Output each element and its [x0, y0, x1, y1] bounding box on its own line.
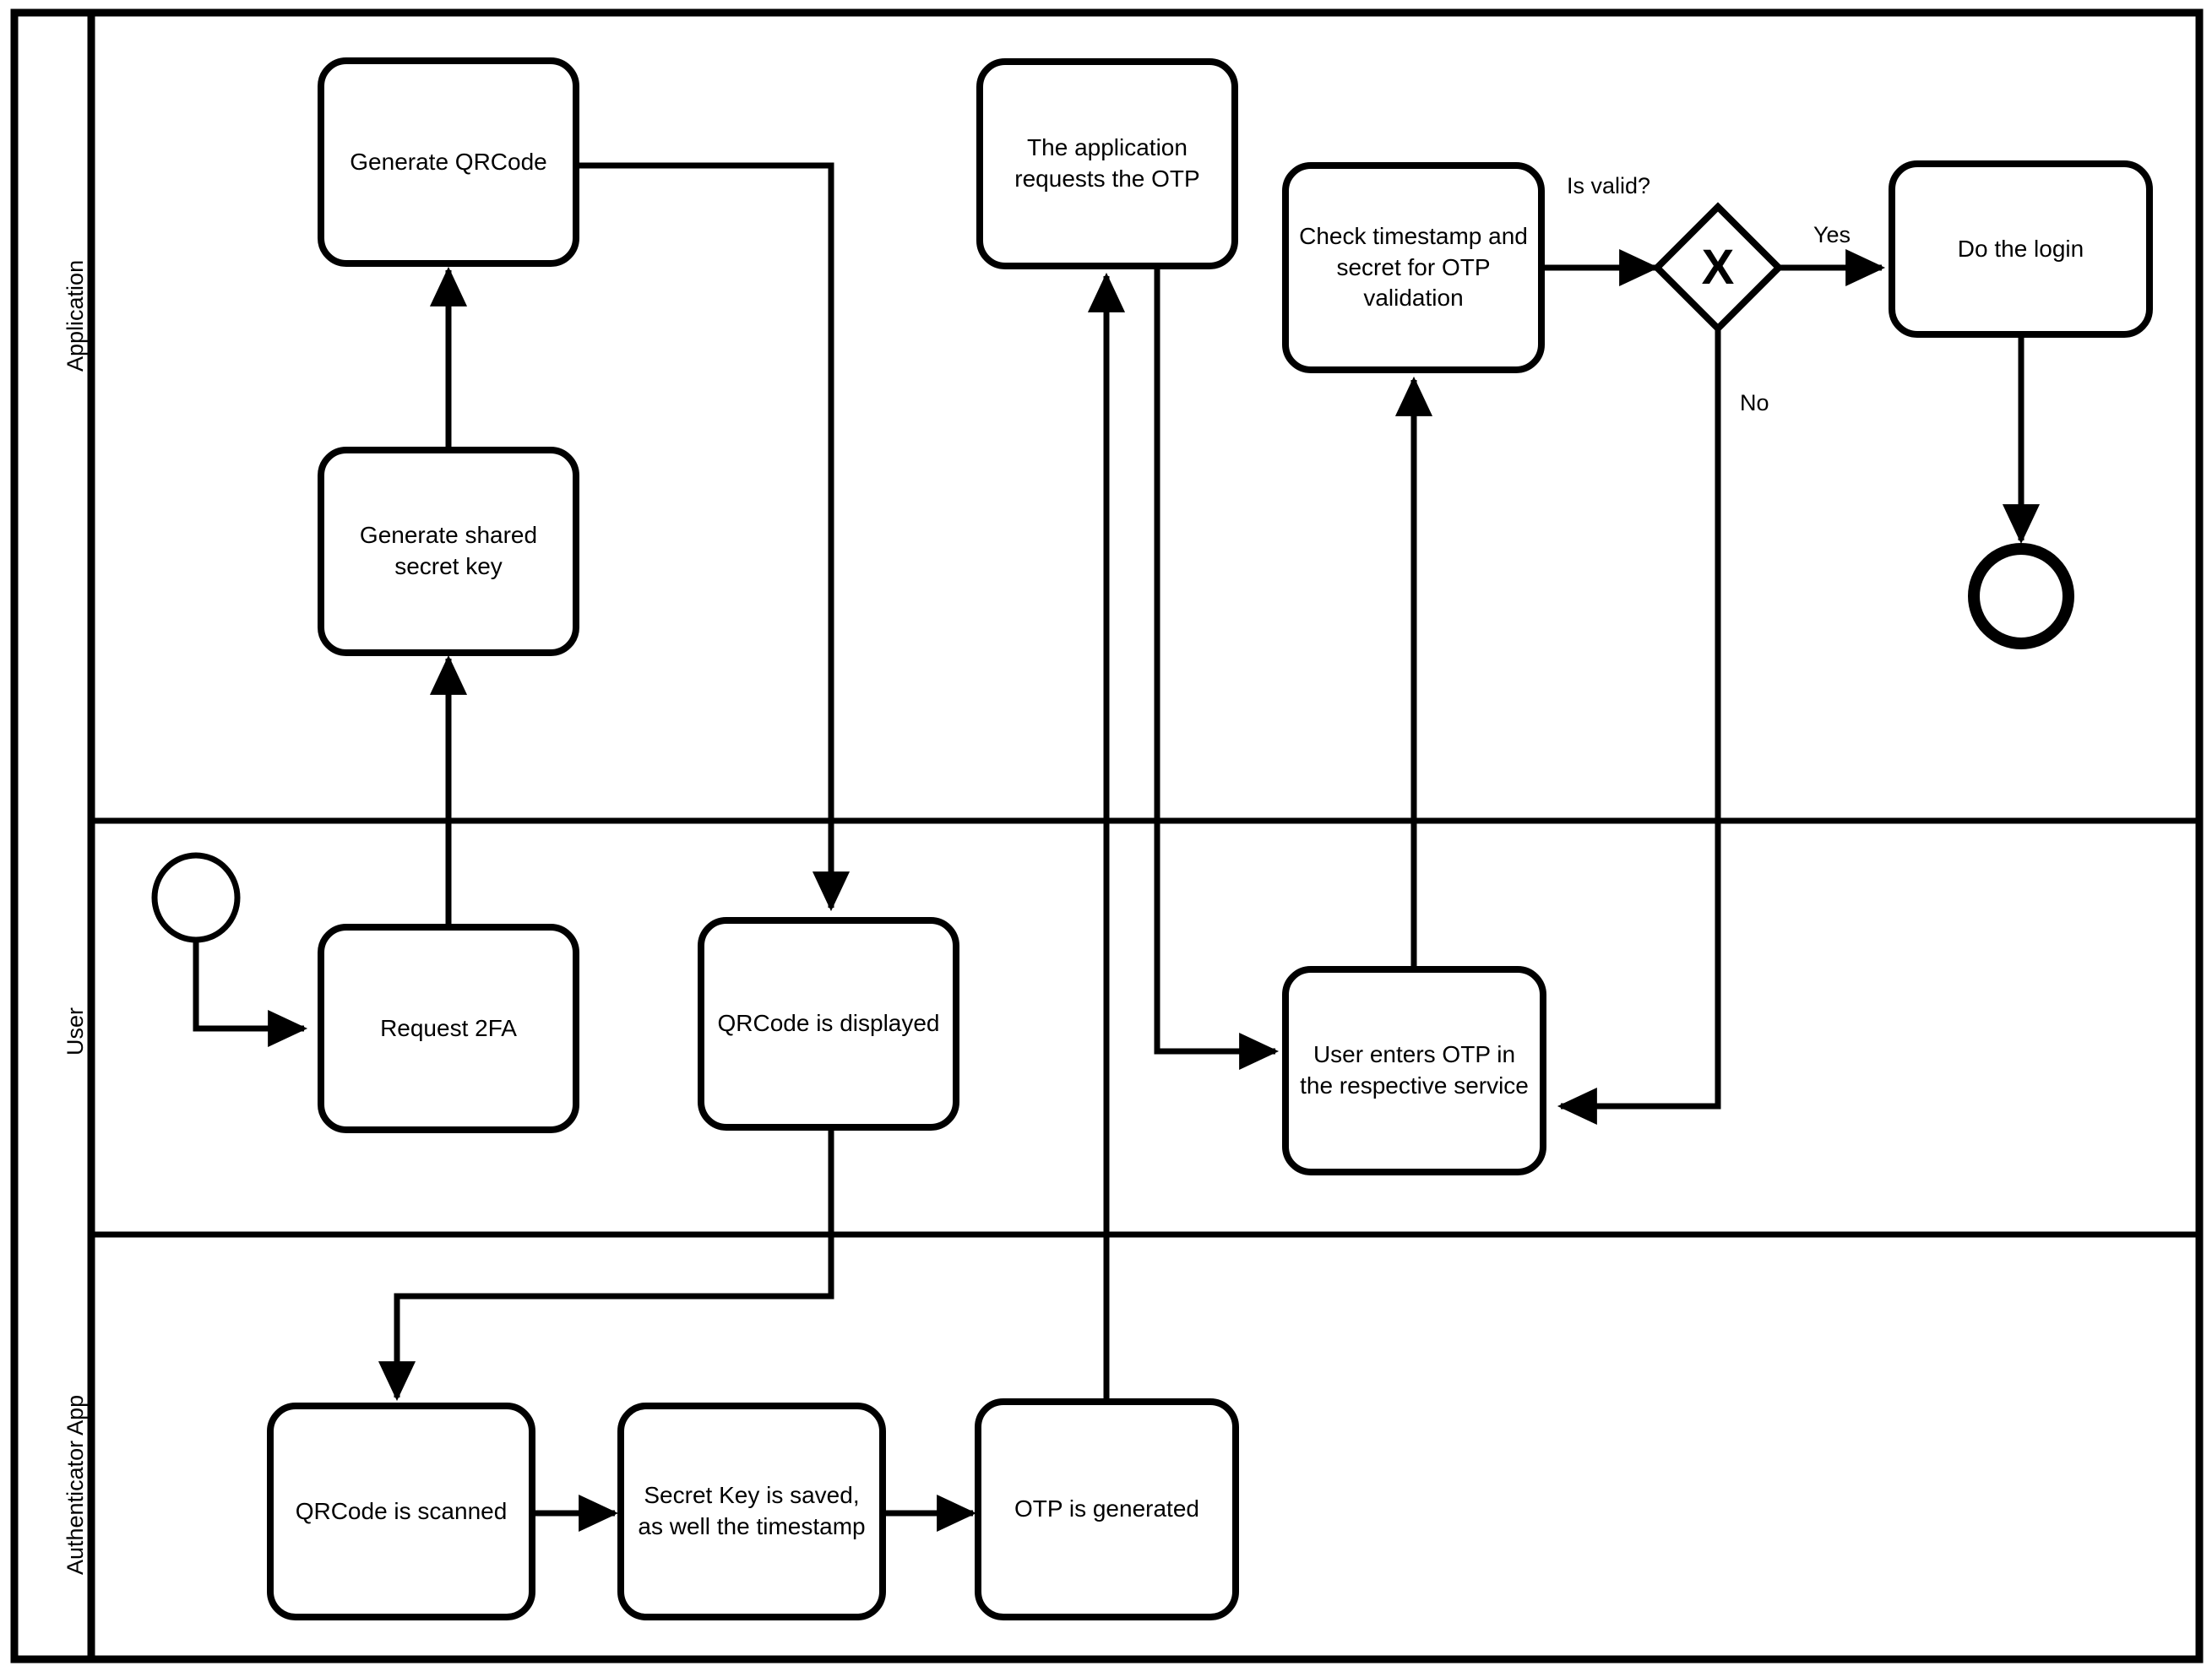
end-event-circle[interactable]: [1968, 543, 2074, 649]
flow-generate-qrcode-to-qrcode-displayed: [576, 162, 851, 912]
task-qrcode-is-scanned[interactable]: [267, 1403, 535, 1620]
lane-label-authenticator-app: Authenticator App: [63, 1394, 88, 1575]
task-user-enters-otp[interactable]: [1282, 966, 1546, 1175]
task-secret-key-is-saved[interactable]: [617, 1403, 886, 1620]
sequence-flows: [193, 162, 2041, 1533]
flow-start-to-request2fa: [193, 939, 308, 1048]
task-do-the-login[interactable]: [1889, 160, 2153, 338]
task-qrcode-is-displayed[interactable]: [698, 917, 959, 1131]
edge-label-no: No: [1740, 390, 1769, 415]
lane-label-application: Application: [63, 259, 88, 372]
lane-label-user: User: [63, 1007, 88, 1056]
edge-label-is-valid: Is valid?: [1567, 173, 1651, 198]
exclusive-gateway-is-valid[interactable]: [1652, 202, 1784, 334]
task-generate-shared-secret-key[interactable]: [318, 447, 579, 656]
task-otp-is-generated[interactable]: [975, 1398, 1239, 1620]
start-event-circle[interactable]: [151, 852, 241, 943]
task-application-requests-the-otp[interactable]: [976, 58, 1238, 269]
flow-app-requests-otp-to-user-enters-otp: [1154, 266, 1280, 1071]
flow-gateway-no-to-user-enters-otp: [1557, 328, 1721, 1126]
task-request-2fa[interactable]: [318, 924, 579, 1133]
task-check-timestamp-and-secret[interactable]: [1282, 162, 1545, 373]
edge-label-yes: Yes: [1813, 222, 1851, 247]
flow-qrcode-displayed-to-qrcode-scanned: [378, 1125, 834, 1402]
task-generate-qrcode[interactable]: [318, 57, 579, 267]
